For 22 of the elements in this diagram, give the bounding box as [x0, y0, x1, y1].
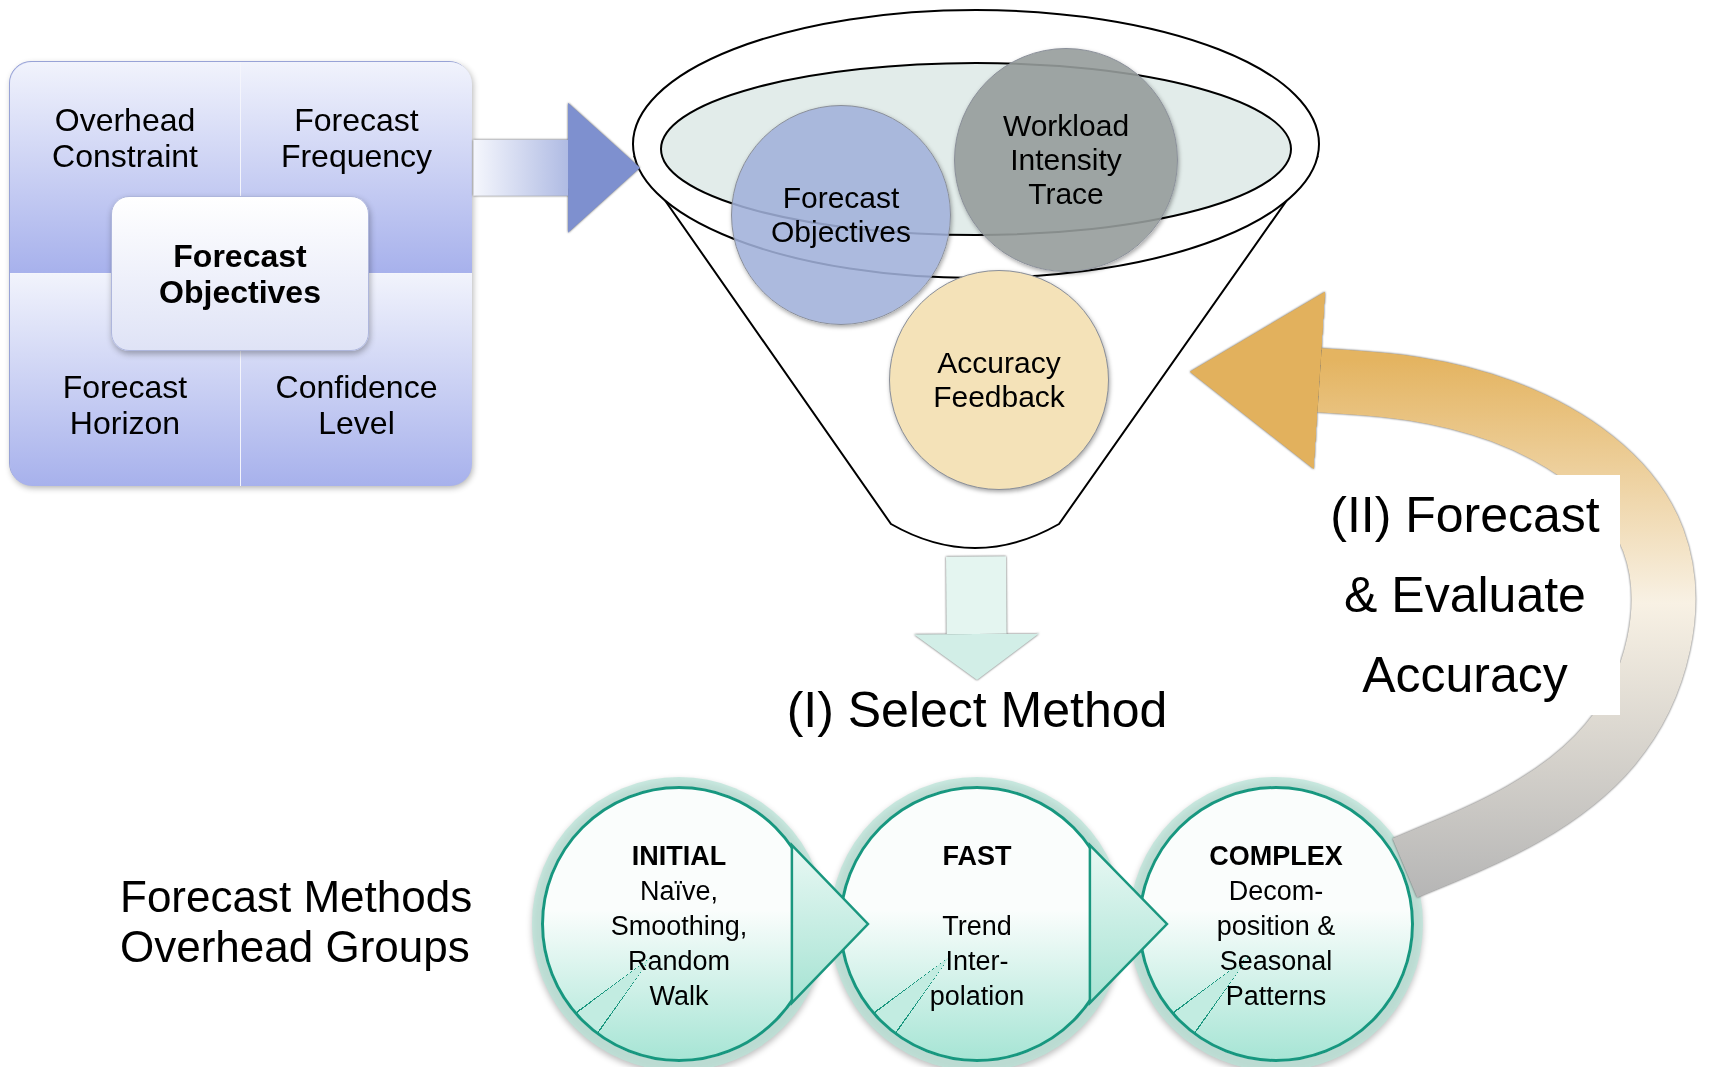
circle-label: Forecast Objectives	[769, 181, 913, 249]
block-arrow	[914, 556, 1040, 680]
quadrant-label: Forecast Horizon	[61, 369, 189, 441]
matrix-panel	[9, 61, 471, 485]
center-title: Forecast Objectives	[158, 237, 322, 310]
circle-label: Accuracy Feedback	[932, 346, 1066, 414]
chevron-arrow	[1088, 842, 1169, 1006]
method-heading: FAST	[942, 840, 1012, 873]
block-arrow	[473, 102, 641, 233]
method-list: Trend Inter- polation	[917, 909, 1037, 1014]
quadrant-label: Overhead Constraint	[51, 102, 199, 174]
circle-label: Workload Intensity Trace	[1001, 109, 1131, 211]
method-list: Naïve, Smoothing, Random Walk	[599, 874, 759, 1014]
method-heading: COMPLEX	[1209, 840, 1343, 873]
side-caption: Forecast Methods Overhead Groups	[120, 872, 474, 972]
method-heading: INITIAL	[631, 840, 727, 873]
step-title: (I) Select Method	[785, 681, 1169, 740]
center-tile	[111, 196, 369, 351]
quadrant-label: Forecast Frequency	[279, 102, 434, 174]
quadrant-label: Confidence Level	[274, 369, 439, 441]
method-list: Decom- position & Seasonal Patterns	[1201, 874, 1351, 1014]
chevron-arrow	[790, 841, 870, 1007]
